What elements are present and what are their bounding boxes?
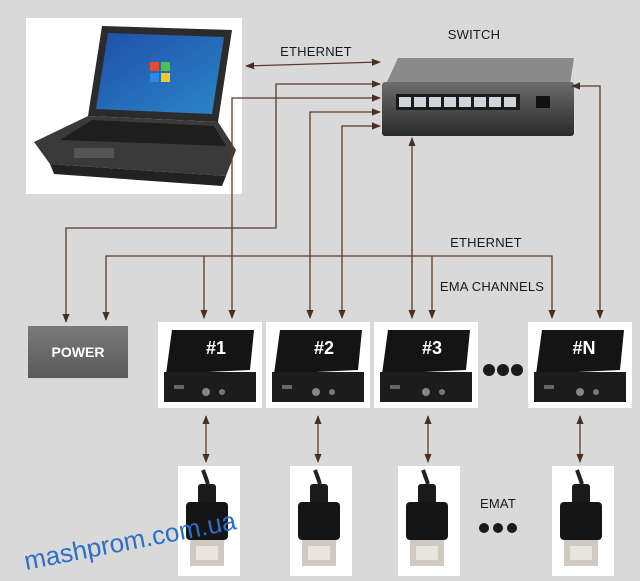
ema-unit-icon [534,330,626,402]
ema-unit-1: #1 [158,322,262,408]
emat-sensor-1 [178,466,240,576]
ema-unit-icon [272,330,364,402]
ethernet-mid-label: ETHERNET [450,235,522,250]
emat-sensor-icon [560,469,602,566]
ema-unit-n: #N [528,322,632,408]
emat-label: EMAT [480,496,516,511]
ema-unit-icon [380,330,472,402]
ellipsis-dots-icon [479,523,517,533]
connections [62,58,604,463]
switch-device: SWITCH [382,27,574,136]
unit-number-1: #1 [206,338,226,358]
ellipsis-dots-icon [483,364,523,376]
emat-sensor-n [552,466,614,576]
ema-unit-3: #3 [374,322,478,408]
emat-sensor-icon [298,469,340,566]
laptop-panel [26,18,242,194]
emat-sensor-icon [406,469,448,566]
ema-unit-icon [164,330,256,402]
emat-sensor-3 [398,466,460,576]
ema-unit-2: #2 [266,322,370,408]
switch-label: SWITCH [448,27,500,42]
power-box: POWER [28,326,128,378]
unit-number-2: #2 [314,338,334,358]
network-switch-icon [382,58,574,136]
unit-number-3: #3 [422,338,442,358]
power-label: POWER [52,344,105,360]
ema-channels-label: EMA CHANNELS [440,279,544,294]
emat-sensor-2 [290,466,352,576]
ethernet-top-label: ETHERNET [280,44,352,59]
emat-sensor-icon [186,469,228,566]
unit-number-n: #N [572,338,595,358]
